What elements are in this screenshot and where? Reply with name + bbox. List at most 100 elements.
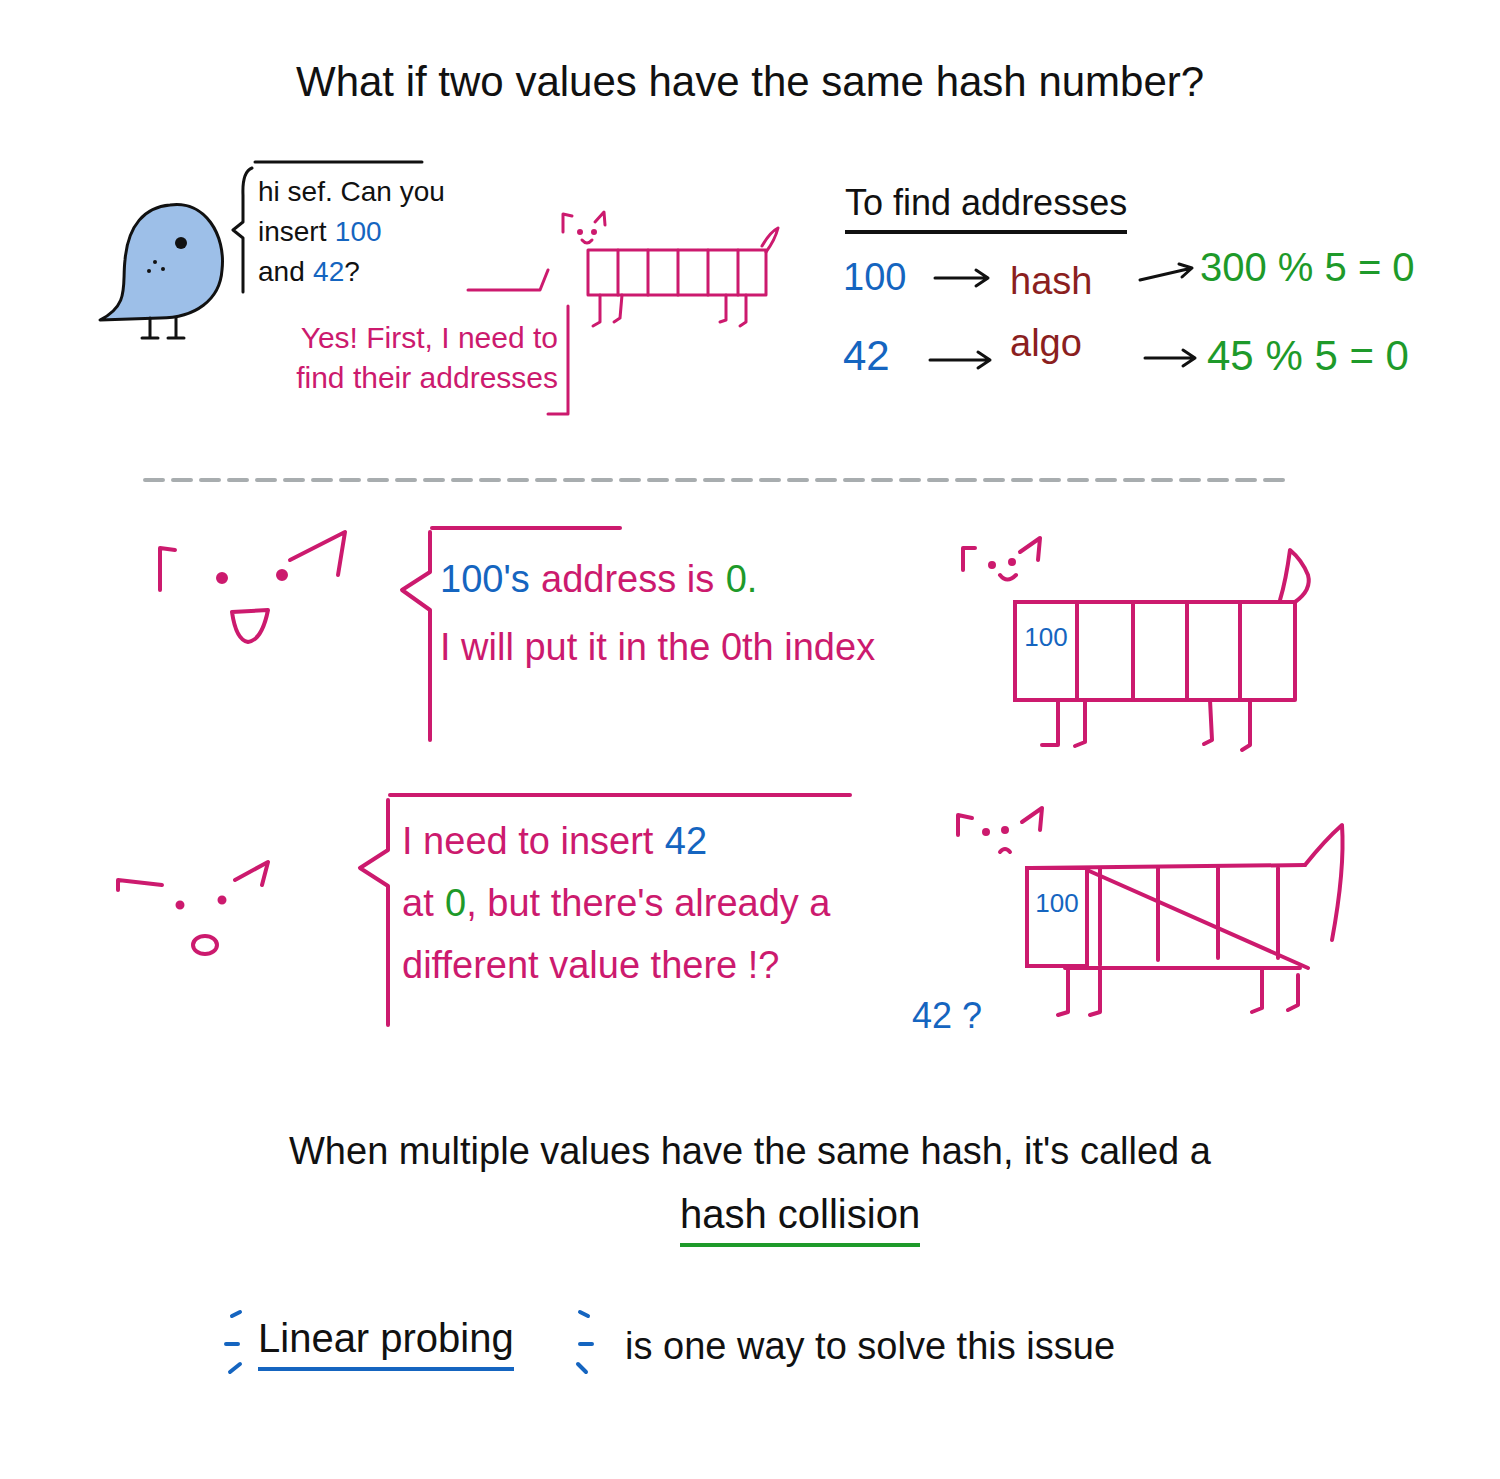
term: hash collision — [680, 1192, 920, 1247]
cat-array — [958, 808, 1343, 1015]
cat-face — [232, 610, 268, 642]
speech-bracket — [360, 800, 388, 1025]
cat-array — [593, 295, 746, 326]
cat-array — [1042, 700, 1250, 750]
speech-text: and — [258, 256, 305, 287]
bird — [147, 269, 151, 273]
cat-array — [563, 214, 572, 232]
cat-array — [1003, 828, 1007, 832]
bird — [153, 260, 157, 264]
cat-array — [1100, 868, 1278, 965]
sparkle — [226, 1312, 240, 1372]
hash-result: 300 % 5 = 0 — [1200, 245, 1415, 290]
hash-function: hash algo — [1010, 250, 1114, 374]
arrow — [1140, 264, 1192, 280]
text-line: I need to insert 42 — [402, 810, 872, 872]
speech-text: 100 — [335, 216, 382, 247]
bird — [175, 237, 187, 249]
speech-bracket — [402, 532, 430, 740]
cat-array — [1022, 808, 1042, 830]
cat-array — [1020, 538, 1040, 560]
text-line: hi sef. Can you — [258, 172, 528, 212]
arrow — [1145, 350, 1195, 366]
divider — [145, 478, 1285, 482]
cat-array — [963, 538, 1309, 750]
term: Linear probing — [258, 1316, 514, 1371]
cat-array — [468, 270, 548, 290]
speech-text: 0. — [726, 558, 758, 600]
hash-result: 45 % 5 = 0 — [1207, 332, 1409, 380]
cat-face — [235, 862, 268, 885]
speech-text: I need to insert — [402, 820, 653, 862]
value: 100 — [843, 256, 906, 299]
speech-text: , but there's already a different value … — [402, 882, 830, 986]
bird-speech: hi sef. Can you insert 100 and 42? — [258, 172, 528, 292]
heading: To find addresses — [845, 182, 1127, 234]
speech-text: 42 — [313, 256, 344, 287]
cat-face — [218, 574, 226, 582]
cat-face — [220, 898, 225, 903]
speech-bracket — [233, 168, 252, 292]
cat-face — [178, 903, 183, 908]
explanation: is one way to solve this issue — [625, 1325, 1115, 1368]
cat-speech: 100's address is 0. I will put it in the 0t… — [440, 545, 880, 681]
speech-text: insert — [258, 216, 326, 247]
text-line: I will put it in the 0th index — [440, 613, 880, 681]
text-line: 100's address is 0. — [440, 545, 880, 613]
cat-array — [593, 231, 596, 234]
cat-array — [1305, 825, 1343, 940]
speech-text: ? — [344, 256, 360, 287]
cell-value: 100 — [1024, 622, 1067, 653]
speech-bracket — [255, 161, 422, 164]
cat-array — [588, 250, 766, 295]
cat-array — [1133, 602, 1240, 700]
speech-text: 42 — [665, 820, 707, 862]
cat-array — [1087, 870, 1308, 968]
sparkle — [578, 1312, 592, 1372]
cat-array — [468, 212, 778, 326]
text-line: and 42? — [258, 252, 528, 292]
cat-array — [595, 212, 605, 225]
cat-array — [1010, 560, 1014, 564]
bird — [100, 205, 222, 338]
speech-text: 0 — [445, 882, 466, 924]
cat-array — [582, 240, 592, 243]
bird — [100, 205, 222, 320]
cat-reply: Yes! First, I need to find their address… — [280, 318, 558, 398]
speech-text: hi sef. Can you — [258, 176, 445, 207]
cat-array — [963, 548, 975, 570]
cat-array — [984, 830, 988, 834]
cat-face — [160, 548, 175, 590]
arrow — [935, 270, 988, 286]
cat-face — [193, 936, 217, 954]
speech-text: I will put it in the 0th index — [440, 626, 875, 668]
cell-value: 100 — [1035, 888, 1078, 919]
cat-array — [618, 250, 738, 295]
arrow — [930, 352, 990, 368]
sparkle — [226, 1312, 592, 1372]
cat-array — [990, 563, 994, 567]
explanation: When multiple values have the same hash,… — [289, 1130, 1211, 1173]
array-cell: 100 — [1013, 600, 1079, 702]
speech-bracket — [360, 795, 850, 1025]
cat-array — [1280, 550, 1309, 602]
cat-face — [118, 880, 162, 890]
speech-bracket — [432, 526, 620, 530]
cat-array — [762, 228, 778, 252]
cat-face — [160, 532, 345, 642]
speech-text: address is — [541, 558, 714, 600]
speech-text: 100's — [440, 558, 530, 600]
cat-array — [579, 231, 582, 234]
cat-array — [1000, 575, 1016, 580]
value: 42 ? — [912, 995, 982, 1037]
speech-text: at — [402, 882, 434, 924]
value: 42 — [843, 332, 890, 380]
cat-speech: I need to insert 42 at 0, but there's alrea… — [402, 810, 872, 996]
speech-bracket — [390, 793, 850, 797]
cat-face — [290, 532, 345, 575]
title: What if two values have the same hash nu… — [296, 58, 1204, 106]
cat-array — [1000, 849, 1010, 852]
cat-array — [1058, 968, 1298, 1015]
cat-array — [958, 815, 972, 835]
